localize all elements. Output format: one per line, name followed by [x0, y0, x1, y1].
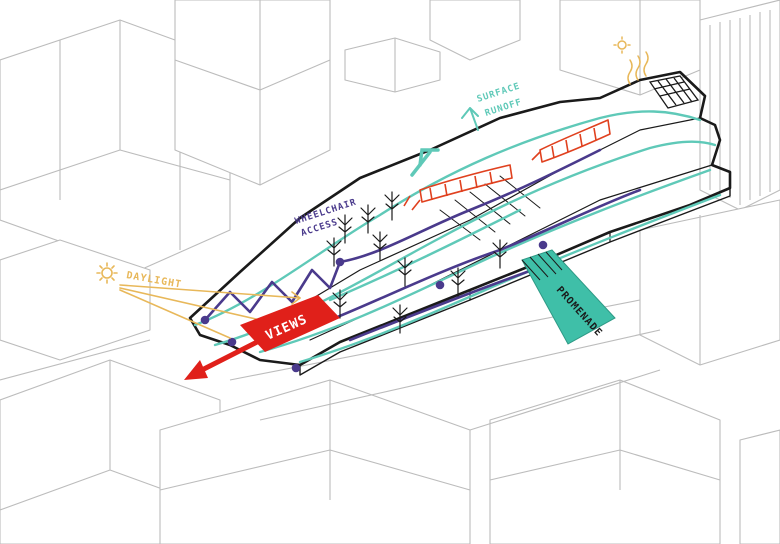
tree-icon	[492, 239, 508, 269]
solar-panel-grid	[648, 75, 700, 109]
trees	[326, 191, 508, 334]
tree-icon	[392, 304, 408, 334]
tree-icon	[450, 267, 466, 297]
daylight-rays	[96, 262, 301, 339]
tree-icon	[360, 204, 376, 234]
views-arrow	[184, 295, 340, 380]
arrow-icon	[195, 335, 268, 375]
tree-icon	[332, 289, 348, 319]
tree-icon	[397, 257, 413, 287]
teal-arrow-icon	[418, 148, 440, 167]
promenade-band	[521, 249, 616, 345]
sun-icon	[613, 36, 631, 54]
roof-sun	[613, 36, 649, 85]
tree-icon	[337, 214, 353, 244]
tree-icon	[372, 231, 388, 261]
surface-runoff-lines	[193, 110, 722, 364]
tree-icon	[384, 191, 400, 221]
sun-icon	[96, 262, 118, 284]
runoff-arrows	[410, 107, 479, 177]
red-trusses	[403, 119, 611, 211]
runoff-arrow-icon	[461, 107, 479, 131]
tree-icon	[326, 237, 342, 267]
